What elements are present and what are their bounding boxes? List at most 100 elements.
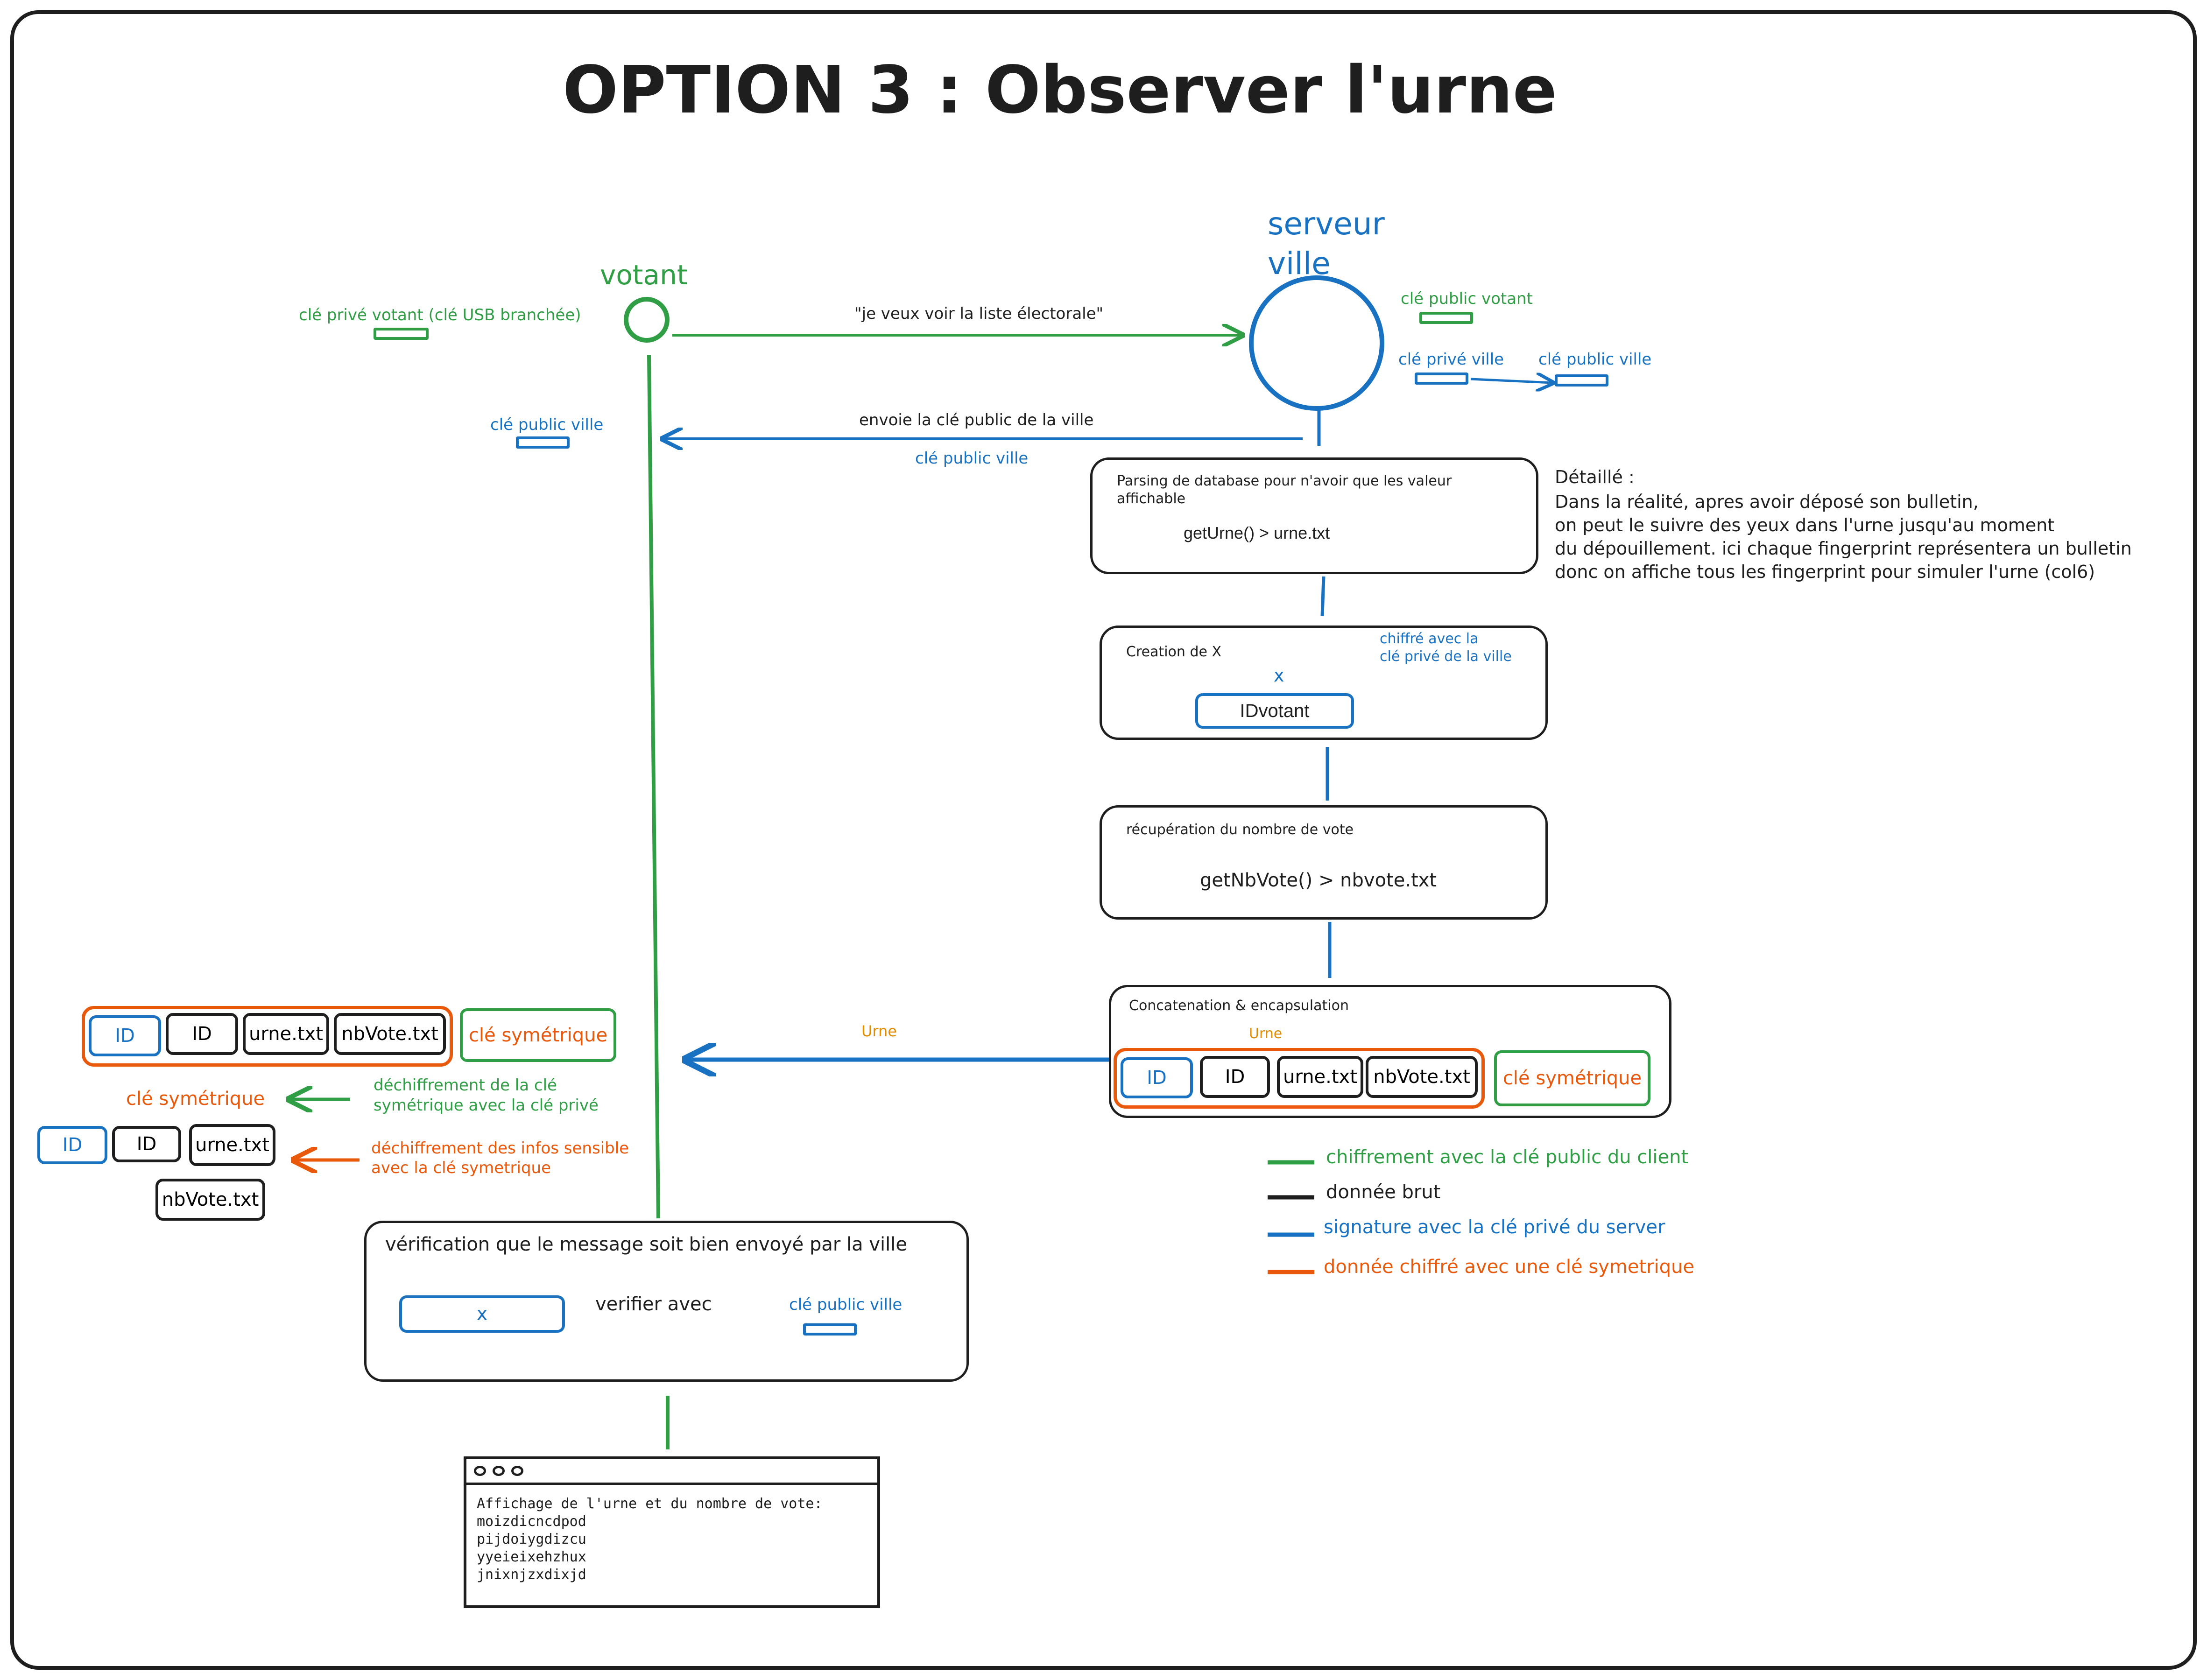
- urne-arrow-label: Urne: [861, 1022, 897, 1040]
- server-private-ville-label: clé privé ville: [1398, 350, 1504, 369]
- send-key-sublabel: clé public ville: [915, 449, 1029, 468]
- client-packet-nbvote: nbVote.txt: [334, 1013, 446, 1055]
- verify-arrow-label: verifier avec: [595, 1293, 712, 1315]
- request-message: "je veux voir la liste électorale": [854, 304, 1104, 323]
- votant-public-ville-key-icon: [516, 436, 570, 449]
- canvas-frame: [10, 10, 2197, 1670]
- client-packet-wrapper: [82, 1006, 453, 1067]
- serveur-label-line2: ville: [1268, 246, 1331, 281]
- server-packet-id2: ID: [1200, 1056, 1270, 1098]
- legend-label-green: chiffrement avec la clé public du client: [1326, 1146, 1689, 1168]
- send-key-message: envoie la clé public de la ville: [859, 411, 1094, 429]
- step-creation-note-l2: clé privé de la ville: [1380, 648, 1512, 665]
- client-packet-id2-label: ID: [192, 1023, 212, 1045]
- server-packet-wrapper: [1114, 1048, 1485, 1109]
- legend-label-black: donnée brut: [1326, 1181, 1441, 1203]
- step-parsing-title-l1: Parsing de database pour n'avoir que les…: [1117, 473, 1452, 489]
- client-packet-nbvote-label: nbVote.txt: [341, 1023, 438, 1045]
- server-public-votant-key-icon: [1419, 312, 1473, 324]
- verify-key-icon: [803, 1323, 857, 1336]
- decrypt-sym-l1: déchiffrement de la clé: [374, 1076, 557, 1095]
- terminal-heading: Affichage de l'urne et du nombre de vote…: [477, 1496, 823, 1512]
- client-packet-urne-label: urne.txt: [249, 1023, 323, 1045]
- verify-key-label: clé public ville: [789, 1295, 903, 1314]
- verify-box: vérification que le message soit bien en…: [364, 1221, 969, 1382]
- decrypt-info-l1: déchiffrement des infos sensible: [371, 1139, 629, 1158]
- client-packet-id1-label: ID: [115, 1025, 135, 1047]
- detail-line: on peut le suivre des yeux dans l'urne j…: [1555, 515, 2055, 535]
- verify-title: vérification que le message soit bien en…: [385, 1234, 907, 1255]
- step-concat-urne: Urne: [1249, 1026, 1283, 1042]
- client-packet-sym-label: clé symétrique: [468, 1024, 608, 1046]
- votant-private-key-icon: [374, 328, 429, 340]
- step-nbvote-title: récupération du nombre de vote: [1126, 822, 1354, 838]
- window-dot-icon: [493, 1466, 505, 1476]
- client-packet-id2: ID: [166, 1013, 238, 1055]
- detail-text: Dans la réalité, apres avoir déposé son …: [1555, 490, 2132, 583]
- detail-line: du dépouillement. ici chaque fingerprint…: [1555, 538, 2132, 559]
- terminal-titlebar: [466, 1459, 877, 1485]
- server-public-votant-label: clé public votant: [1401, 289, 1533, 308]
- serveur-label-line1: serveur: [1268, 206, 1385, 242]
- private-to-public-arrow: [1470, 379, 1552, 383]
- terminal-line: yyeieixehzhux: [477, 1549, 586, 1565]
- client-out-id2: ID: [112, 1126, 181, 1162]
- server-packet-urne: urne.txt: [1277, 1056, 1363, 1098]
- step-parsing-title-l2: affichable: [1117, 491, 1186, 507]
- client-sym-key: clé symétrique: [126, 1088, 265, 1110]
- legend-label-blue: signature avec la clé privé du server: [1324, 1216, 1665, 1238]
- detail-heading: Détaillé :: [1555, 467, 1635, 487]
- step-parsing-code: getUrne() > urne.txt: [1184, 523, 1330, 542]
- client-packet-sym: clé symétrique: [460, 1008, 616, 1062]
- serveur-node: [1249, 275, 1384, 411]
- votant-lifeline: [647, 354, 660, 1219]
- client-packet-id1: ID: [89, 1015, 161, 1056]
- votant-public-ville-label: clé public ville: [490, 415, 604, 434]
- terminal-window: Affichage de l'urne et du nombre de vote…: [464, 1456, 880, 1608]
- client-packet-urne: urne.txt: [243, 1013, 329, 1055]
- decrypt-info-l2: avec la clé symetrique: [371, 1159, 551, 1177]
- terminal-line: pijdoiygdizcu: [477, 1531, 586, 1547]
- step-parsing: Parsing de database pour n'avoir que les…: [1090, 457, 1538, 574]
- server-packet-id1: ID: [1121, 1057, 1193, 1098]
- step-creation-note-l1: chiffré avec la: [1380, 631, 1479, 647]
- legend-label-orange: donnée chiffré avec une clé symetrique: [1324, 1256, 1695, 1278]
- server-private-ville-key-icon: [1415, 373, 1468, 385]
- client-out-urne-label: urne.txt: [195, 1134, 269, 1156]
- server-packet-nbvote: nbVote.txt: [1366, 1056, 1478, 1098]
- decrypt-sym-l2: symétrique avec la clé privé: [374, 1096, 599, 1115]
- idvotant-chip: IDvotant: [1195, 693, 1354, 729]
- idvotant-label: IDvotant: [1240, 700, 1310, 721]
- step-creation-x: x: [1274, 665, 1284, 686]
- step-connector-1: [1320, 576, 1326, 617]
- client-out-nbvote-label: nbVote.txt: [162, 1189, 259, 1210]
- client-out-id1: ID: [37, 1126, 107, 1164]
- verify-x-label: x: [476, 1303, 488, 1325]
- detail-line: Dans la réalité, apres avoir déposé son …: [1555, 492, 1979, 512]
- detail-line: donc on affiche tous les fingerprint pou…: [1555, 562, 2095, 582]
- step-nbvote: récupération du nombre de vote getNbVote…: [1100, 805, 1548, 920]
- step-creation-title: Creation de X: [1126, 644, 1222, 660]
- client-out-nbvote: nbVote.txt: [155, 1179, 265, 1221]
- server-packet-id1-label: ID: [1147, 1067, 1167, 1089]
- terminal-line: jnixnjzxdixjd: [477, 1567, 586, 1583]
- client-out-id1-label: ID: [62, 1134, 83, 1156]
- server-packet-urne-label: urne.txt: [1283, 1066, 1357, 1088]
- terminal-body: Affichage de l'urne et du nombre de vote…: [466, 1485, 877, 1584]
- window-dot-icon: [511, 1466, 523, 1476]
- step-concat-title: Concatenation & encapsulation: [1129, 998, 1349, 1014]
- server-packet-nbvote-label: nbVote.txt: [1373, 1066, 1470, 1088]
- page-title: OPTION 3 : Observer l'urne: [563, 52, 1557, 128]
- terminal-line: moizdicncdpod: [477, 1513, 586, 1530]
- server-packet-sym: clé symétrique: [1494, 1050, 1650, 1106]
- step-nbvote-code: getNbVote() > nbvote.txt: [1200, 870, 1437, 891]
- client-out-urne: urne.txt: [189, 1124, 275, 1166]
- votant-private-key-label: clé privé votant (clé USB branchée): [299, 306, 581, 324]
- server-public-ville-key-icon: [1555, 374, 1608, 387]
- server-packet-id2-label: ID: [1225, 1066, 1245, 1088]
- window-dot-icon: [474, 1466, 486, 1476]
- step-creation-x: Creation de X chiffré avec la clé privé …: [1100, 626, 1548, 740]
- verify-x-chip: x: [399, 1295, 565, 1333]
- votant-label: votant: [600, 259, 688, 291]
